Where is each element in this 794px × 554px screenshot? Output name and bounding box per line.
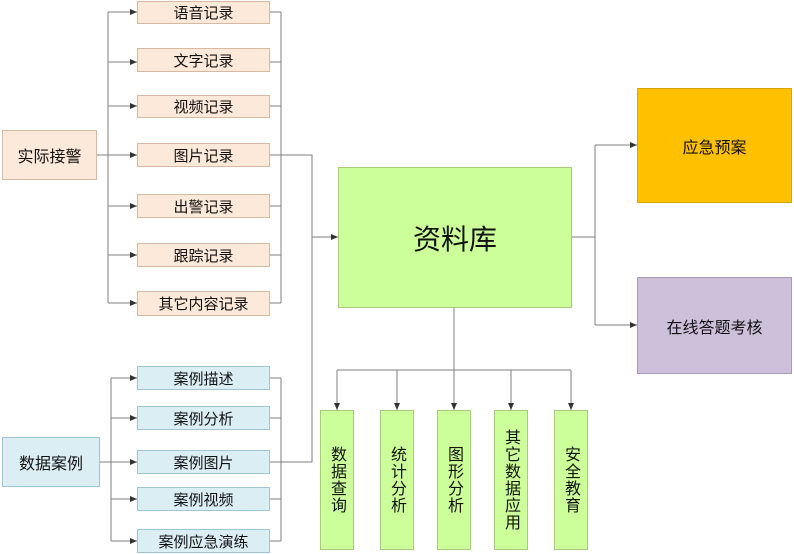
graphic-analysis-node: 图形分析 — [437, 410, 471, 550]
item-case-drill: 案例应急演练 — [137, 529, 270, 553]
item-case-analysis: 案例分析 — [137, 406, 270, 430]
item-case-video: 案例视频 — [137, 487, 270, 511]
item-case-images: 案例图片 — [137, 450, 270, 474]
database-node: 资料库 — [338, 167, 572, 308]
item-image-record: 图片记录 — [137, 143, 270, 167]
data-query-node: 数据查询 — [320, 410, 354, 550]
item-other-record: 其它内容记录 — [137, 291, 270, 316]
item-video-record: 视频记录 — [137, 95, 270, 118]
statistical-analysis-node: 统计分析 — [380, 410, 414, 550]
item-dispatch-record: 出警记录 — [137, 194, 270, 218]
safety-education-node: 安全教育 — [554, 410, 588, 550]
item-case-description: 案例描述 — [137, 366, 270, 390]
group-label-data-cases: 数据案例 — [2, 437, 100, 487]
item-voice-record: 语音记录 — [137, 1, 270, 24]
item-text-record: 文字记录 — [137, 48, 270, 72]
group-label-actual-alarm: 实际接警 — [2, 130, 97, 180]
online-quiz-node: 在线答题考核 — [637, 277, 792, 374]
other-data-application-node: 其它数据应用 — [494, 410, 528, 550]
item-tracking-record: 跟踪记录 — [137, 243, 270, 267]
emergency-plan-node: 应急预案 — [637, 88, 792, 203]
